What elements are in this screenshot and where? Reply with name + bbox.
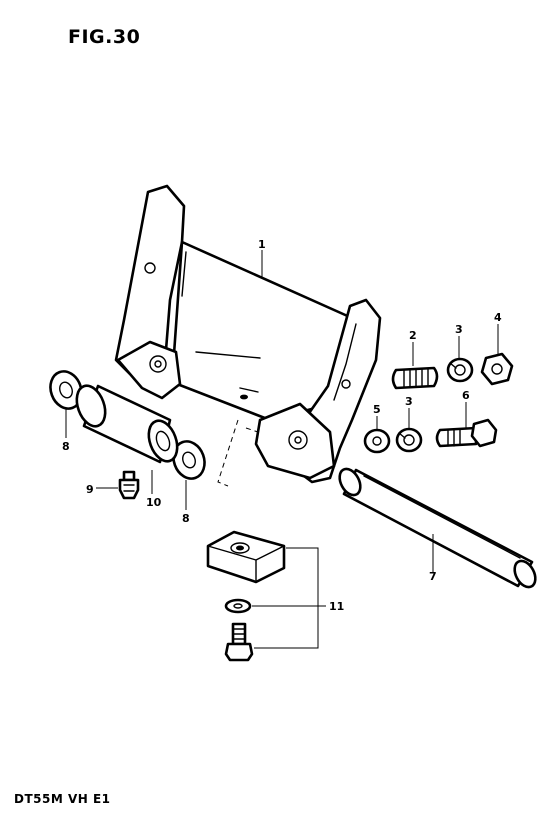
flat-washer-part: [363, 428, 391, 454]
hex-nut-part: [480, 352, 514, 386]
hex-bolt-part: [435, 418, 498, 448]
anode-screw-part: [224, 622, 254, 662]
bracket-part: [114, 184, 382, 484]
figure-title: FIG.30: [68, 26, 141, 48]
callout-label-5: 5: [373, 403, 381, 416]
shaft-part: [338, 467, 537, 589]
callout-label-6: 6: [462, 389, 470, 402]
spacer-washer-right: [172, 440, 206, 480]
callout-label-8-left: 8: [62, 440, 70, 453]
lock-washer-lower: [395, 427, 423, 453]
sleeve-part: [75, 384, 179, 464]
small-washer-part: [224, 598, 252, 614]
callout-label-3-lower: 3: [405, 395, 413, 408]
anode-block-part: [206, 530, 286, 584]
model-code-footer: DT55M VH E1: [14, 792, 111, 806]
callout-label-10: 10: [146, 496, 162, 509]
callout-label-4: 4: [494, 311, 502, 324]
callout-label-2: 2: [409, 329, 417, 342]
callout-label-7: 7: [429, 570, 437, 583]
callout-label-3-upper: 3: [455, 323, 463, 336]
grease-nipple-part: [118, 470, 140, 500]
callout-label-11: 11: [329, 600, 344, 613]
callout-label-1: 1: [258, 238, 266, 251]
callout-label-9: 9: [86, 483, 94, 496]
stud-part: [391, 366, 439, 390]
lock-washer-upper: [446, 357, 474, 383]
callout-label-8-right: 8: [182, 512, 190, 525]
spacer-washer-left: [49, 370, 83, 410]
